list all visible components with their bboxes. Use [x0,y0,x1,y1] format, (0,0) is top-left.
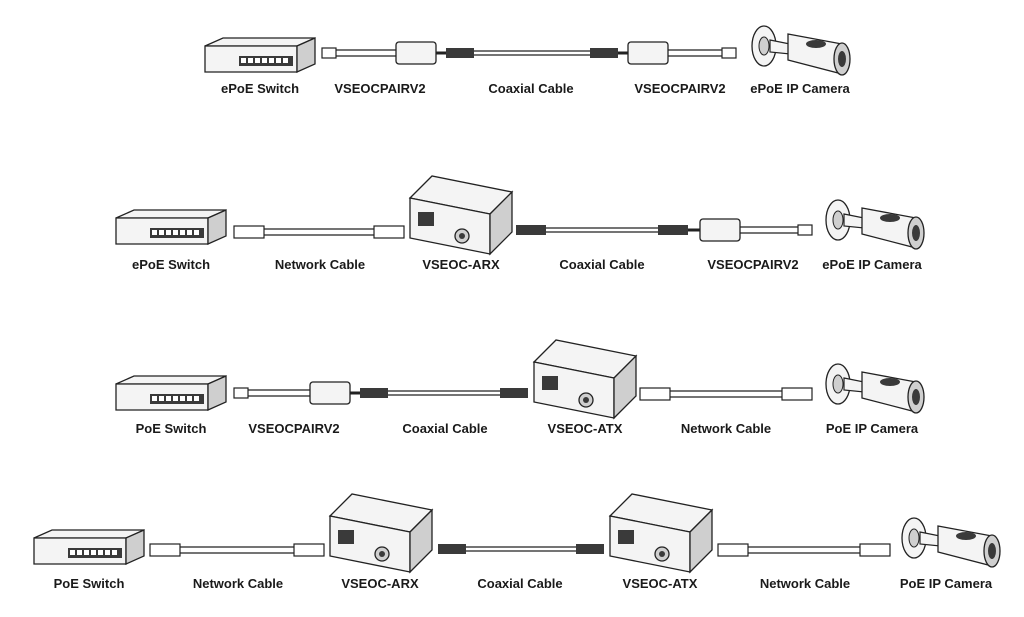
row1-label-3: Coaxial Cable [488,81,573,96]
row3-label-1: PoE Switch [136,421,207,436]
row3-label-4: VSEOC-ATX [548,421,623,436]
row4-label-2: Network Cable [193,576,283,591]
ip-camera-icon [825,363,925,414]
row4-label-1: PoE Switch [54,576,125,591]
ip-camera-icon [901,517,1001,568]
row2-label-3: VSEOC-ARX [422,257,500,272]
row4-label-4: Coaxial Cable [477,576,562,591]
coaxial-cable-icon [516,225,688,235]
ip-camera-icon [751,25,851,76]
poe-switch-icon [115,374,227,412]
epoe-switch-icon [204,36,316,74]
row2-label-1: ePoE Switch [132,257,210,272]
row2-label-6: ePoE IP Camera [822,257,922,272]
balun-icon [688,218,813,242]
coaxial-cable-icon [360,388,528,398]
row1-label-2: VSEOCPAIRV2 [334,81,425,96]
ip-camera-icon [825,199,925,250]
balun-icon [233,381,360,405]
network-cable-icon [717,543,891,557]
converter-box-icon [608,493,714,574]
network-cable-icon [639,387,813,401]
row-1: ePoE Switch VSEOCPAIRV2 Coaxial Cable VS… [204,25,851,96]
network-cable-icon [149,543,325,557]
converter-box-icon [532,339,638,420]
row1-label-1: ePoE Switch [221,81,299,96]
network-cable-icon [233,225,405,239]
row1-label-5: ePoE IP Camera [750,81,850,96]
row3-label-6: PoE IP Camera [826,421,919,436]
converter-box-icon [408,175,514,256]
row4-label-5: VSEOC-ATX [623,576,698,591]
poe-switch-icon [33,528,145,566]
coaxial-cable-icon [446,48,618,58]
coaxial-cable-icon [438,544,604,554]
row1-label-4: VSEOCPAIRV2 [634,81,725,96]
row4-label-6: Network Cable [760,576,850,591]
row2-label-5: VSEOCPAIRV2 [707,257,798,272]
balun-icon [618,41,737,65]
row-2: ePoE Switch Network Cable VSEOC-ARX Coax… [115,175,925,272]
epoe-switch-icon [115,208,227,246]
row-4: PoE Switch Network Cable VSEOC-ARX Coaxi… [33,493,1001,591]
row2-label-2: Network Cable [275,257,365,272]
row2-label-4: Coaxial Cable [559,257,644,272]
row-3: PoE Switch VSEOCPAIRV2 Coaxial Cable VSE… [115,339,925,436]
row4-label-7: PoE IP Camera [900,576,993,591]
row3-label-3: Coaxial Cable [402,421,487,436]
converter-box-icon [328,493,434,574]
row3-label-2: VSEOCPAIRV2 [248,421,339,436]
row4-label-3: VSEOC-ARX [341,576,419,591]
row3-label-5: Network Cable [681,421,771,436]
balun-icon [321,41,446,65]
